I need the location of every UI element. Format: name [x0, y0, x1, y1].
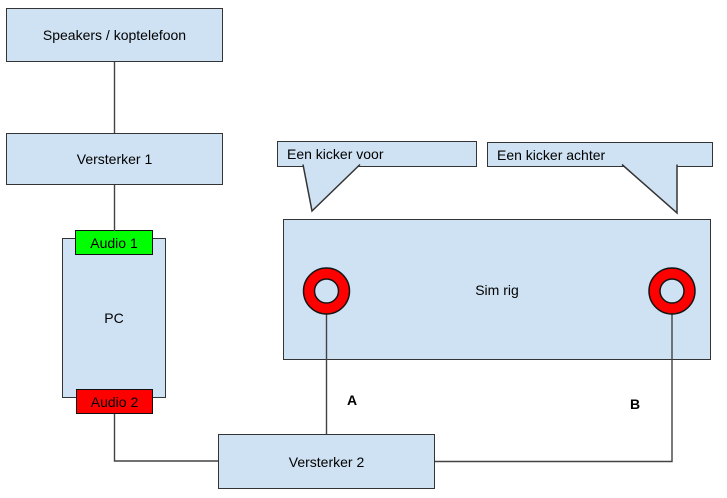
- port-audio2: Audio 2: [76, 389, 153, 414]
- node-versterker2-label: Versterker 2: [288, 453, 365, 470]
- node-pc-label: PC: [104, 310, 124, 326]
- callout-kicker-front-label: Een kicker voor: [287, 146, 384, 162]
- node-versterker2: Versterker 2: [218, 434, 435, 489]
- port-audio2-label: Audio 2: [90, 393, 139, 410]
- node-simrig: Sim rig: [283, 219, 711, 360]
- node-speakers: Speakers / koptelefoon: [6, 8, 223, 62]
- callout-kicker-rear: Een kicker achter: [487, 142, 713, 167]
- connector-audio2-versterker2: [113, 414, 218, 462]
- callout-rear-tail: [621, 163, 678, 215]
- callout-kicker-front: Een kicker voor: [277, 141, 477, 167]
- port-audio1-label: Audio 1: [90, 234, 138, 251]
- connection-label-a: A: [347, 392, 358, 408]
- node-speakers-label: Speakers / koptelefoon: [42, 27, 187, 43]
- port-audio1: Audio 1: [75, 230, 153, 255]
- connection-label-b: B: [630, 396, 641, 412]
- callout-front-tail: [302, 163, 361, 213]
- node-simrig-label: Sim rig: [475, 281, 519, 298]
- node-versterker1-label: Versterker 1: [76, 151, 153, 167]
- node-pc: PC: [62, 238, 166, 398]
- callout-kicker-rear-label: Een kicker achter: [497, 146, 606, 163]
- node-versterker1: Versterker 1: [6, 133, 223, 185]
